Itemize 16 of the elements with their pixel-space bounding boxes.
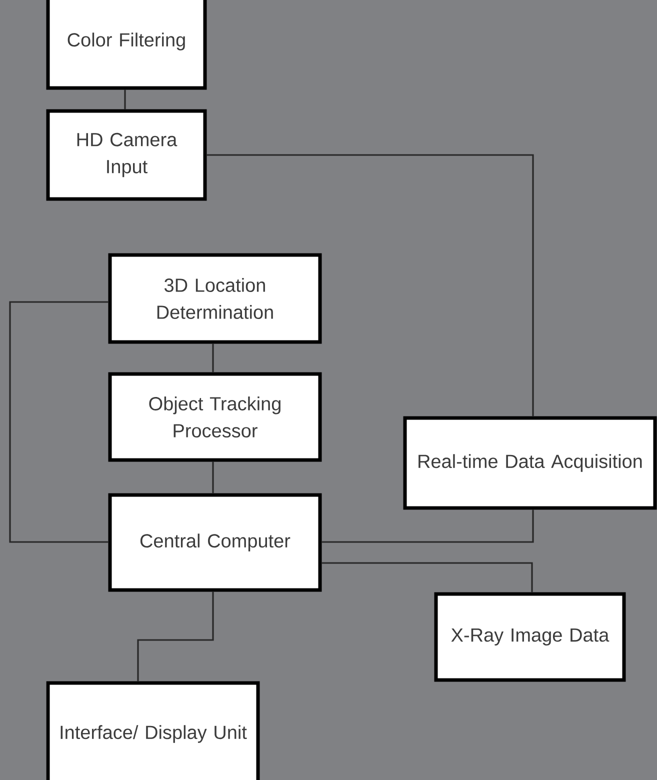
connector-line xyxy=(137,592,214,682)
connector-line xyxy=(212,462,214,494)
process-box: Interface/ Display Unit xyxy=(46,681,260,780)
process-box: Real-time Data Acquisition xyxy=(403,416,657,510)
process-box: Color Filtering xyxy=(46,0,207,90)
process-box: X-Ray Image Data xyxy=(434,592,626,682)
connector-line xyxy=(212,344,214,372)
process-box: Object Tracking Processor xyxy=(108,372,322,462)
connector-line xyxy=(124,90,126,110)
connector-line xyxy=(322,562,533,592)
process-box: HD Camera Input xyxy=(46,109,207,201)
process-box: Central Computer xyxy=(108,493,322,592)
connector-line xyxy=(322,510,534,543)
connector-line xyxy=(9,301,108,543)
connector-line xyxy=(206,154,534,416)
process-box: 3D Location Determination xyxy=(108,253,322,344)
